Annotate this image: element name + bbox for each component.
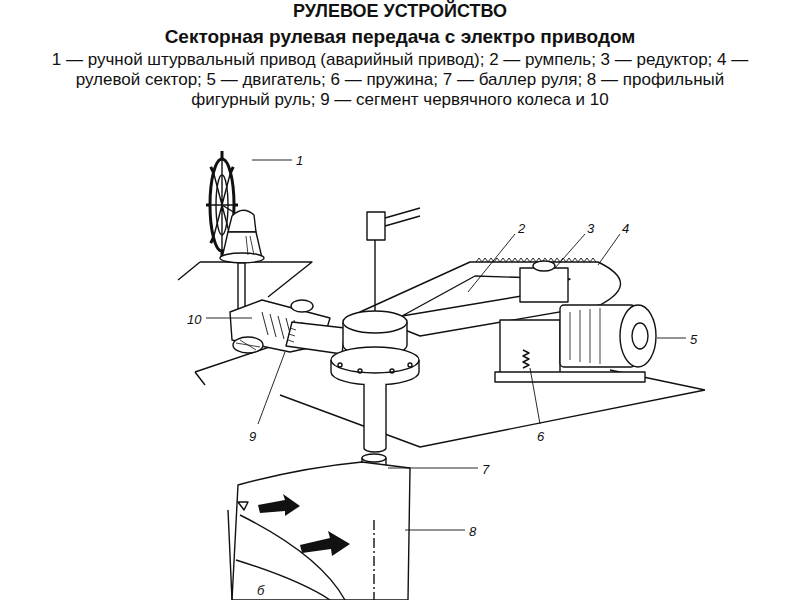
wheel-pedestal [246, 236, 254, 255]
label-box: Секторная рулевая передача с электро при… [0, 25, 800, 48]
leader-line [598, 234, 620, 265]
worm-wheel-segment [286, 322, 345, 354]
rudder-head-hub [408, 363, 412, 367]
title-box: РУЛЕВОЕ УСТРОЙСТВО [0, 0, 800, 22]
page-title: РУЛЕВОЕ УСТРОЙСТВО [293, 1, 507, 21]
steering-gear-drive [520, 268, 568, 302]
rudder-head-hub [374, 240, 375, 311]
callout-number: 8 [468, 524, 477, 539]
worm-wheel-segment [286, 322, 345, 354]
wheel-pedestal [238, 263, 245, 309]
steering-gear-drive [632, 323, 648, 349]
label-box: 5 [689, 330, 698, 348]
rudder-stock [362, 454, 386, 462]
wheel-pedestal [220, 210, 264, 309]
rudder-head-hub [338, 363, 342, 367]
label-box: 7 [481, 460, 490, 478]
rudder-blade [228, 510, 232, 600]
rudder-head-hub [367, 212, 385, 240]
label-box: 6 [536, 427, 545, 445]
rudder-blade [236, 515, 345, 600]
worm-gear [233, 337, 263, 353]
rudder-blade [228, 462, 410, 600]
label-box: 10 [186, 310, 202, 328]
caption-box: 1 — ручной штурвальный привод (аварийный… [35, 50, 765, 110]
leader-line [258, 352, 285, 424]
callout-number: 3 [586, 221, 595, 236]
worm-gear [236, 340, 260, 350]
leader-line [206, 318, 252, 319]
label-box: 4 [621, 219, 630, 237]
worm-wheel-segment [288, 328, 296, 342]
steering-gear-drive [570, 308, 600, 364]
rudder-blade [238, 502, 248, 510]
leader-line [530, 368, 540, 424]
steering-gear-illustration [178, 151, 705, 600]
callout-number: 9 [248, 429, 257, 444]
label-box: 9 [248, 427, 257, 445]
callout-number: 4 [621, 221, 630, 236]
leader-line [405, 530, 465, 531]
leader-line [657, 338, 686, 339]
leader-line [468, 234, 515, 292]
leader-line [555, 234, 585, 268]
callout-number: 1 [295, 153, 304, 168]
label-box: 8 [468, 522, 477, 540]
label-box: 3 [586, 219, 595, 237]
callout-number: 7 [481, 462, 490, 477]
leader-line [252, 160, 292, 161]
deck-plane [178, 262, 705, 447]
rudder-head-hub [331, 208, 420, 452]
steering-gear-drive [620, 305, 656, 367]
steering-gear-drive [533, 261, 555, 271]
label-box: б [256, 581, 265, 599]
rudder-blade [300, 531, 350, 556]
rudder-blade [373, 520, 374, 600]
steering-gear-drive [500, 320, 560, 375]
subtitle: Секторная рулевая передача с электро при… [165, 26, 636, 47]
callout-number: 6 [536, 429, 545, 444]
steering-gear-drive [523, 350, 529, 368]
wheel-pedestal [220, 253, 264, 263]
rudder-head-hub [385, 208, 420, 226]
rudder-head-hub [390, 369, 394, 373]
parts-caption: 1 — ручной штурвальный привод (аварийный… [52, 50, 748, 109]
rudder-head-hub [343, 311, 407, 333]
rudder-head-hub [331, 347, 419, 373]
view-letter: б [256, 583, 265, 598]
callout-number: 5 [689, 332, 698, 347]
steering-gear-drive [495, 372, 645, 382]
label-box: 2 [517, 219, 526, 237]
callout-number: 10 [186, 312, 202, 327]
worm-gear [291, 300, 313, 312]
rudder-blade [258, 494, 300, 516]
rudder-blade [232, 462, 410, 600]
callout-number: 2 [517, 221, 526, 236]
leader-line [206, 160, 686, 530]
label-box: 1 [295, 151, 304, 169]
rudder-head-hub [358, 369, 362, 373]
rudder-head-hub [364, 384, 386, 452]
leader-line [388, 468, 478, 469]
steering-gear-drive [495, 261, 656, 382]
wheel-pedestal [228, 210, 256, 232]
